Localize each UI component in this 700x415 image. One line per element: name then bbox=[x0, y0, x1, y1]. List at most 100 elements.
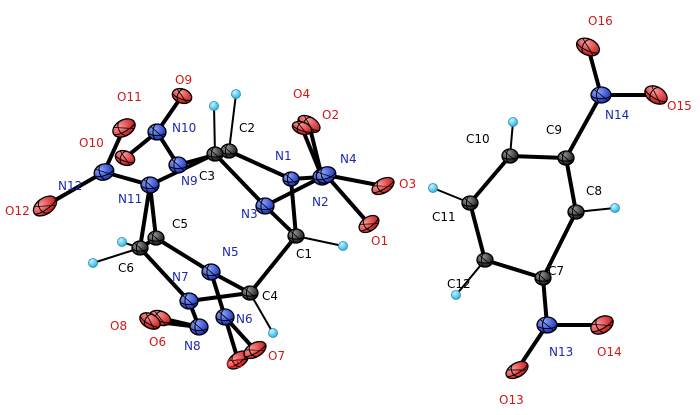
atom-label-c8: C8 bbox=[586, 184, 602, 198]
hydrogen-atom bbox=[610, 203, 620, 213]
bond-c1-c4 bbox=[248, 234, 298, 295]
bond-c8-c9 bbox=[564, 156, 578, 214]
atom-label-n6: N6 bbox=[236, 312, 253, 326]
atom-label-c5: C5 bbox=[172, 217, 188, 231]
atom-label-c11: C11 bbox=[432, 210, 456, 224]
atom-label-n3: N3 bbox=[241, 207, 258, 221]
atom-o7 bbox=[243, 340, 267, 360]
bond-c7-c8 bbox=[541, 210, 578, 280]
atom-label-o8: O8 bbox=[110, 319, 127, 333]
hydrogen-atom bbox=[231, 89, 241, 99]
atom-c12 bbox=[476, 252, 494, 268]
atom-c9 bbox=[557, 150, 575, 166]
atom-n7 bbox=[179, 292, 199, 310]
hydrogen-atom bbox=[508, 117, 518, 127]
hydrogen-atom bbox=[88, 258, 98, 268]
bond-n1-c1 bbox=[289, 177, 298, 238]
hydrogen-atom bbox=[117, 237, 127, 247]
atom-label-o12: O12 bbox=[5, 204, 30, 218]
atom-label-o3: O3 bbox=[399, 177, 416, 191]
atom-label-c1: C1 bbox=[296, 247, 312, 261]
atom-c7 bbox=[534, 270, 552, 286]
atom-label-o2: O2 bbox=[322, 108, 339, 122]
atom-label-o13: O13 bbox=[499, 393, 524, 407]
bond-n4-o1 bbox=[324, 173, 371, 226]
atom-n11 bbox=[140, 176, 160, 194]
atom-c5 bbox=[147, 230, 165, 246]
atom-label-n10: N10 bbox=[172, 121, 196, 135]
atom-c11 bbox=[461, 195, 479, 211]
atom-n6 bbox=[215, 308, 235, 326]
atom-n5 bbox=[201, 263, 221, 281]
atom-label-n9: N9 bbox=[181, 174, 198, 188]
label-layer: C1C2C3C4C5C6N1N2N3N4N5N6N7N8N9N10N11N12O… bbox=[5, 14, 692, 407]
atom-label-n13: N13 bbox=[549, 345, 573, 359]
bond-c2-n1 bbox=[227, 149, 293, 181]
atom-o15 bbox=[644, 85, 668, 105]
atom-o9 bbox=[171, 87, 193, 105]
bond-c3-n3 bbox=[213, 152, 267, 208]
atom-c10 bbox=[501, 148, 519, 164]
atom-n13 bbox=[536, 316, 558, 334]
bond-h-c2 bbox=[228, 93, 237, 152]
atom-label-c4: C4 bbox=[262, 289, 278, 303]
atom-label-o14: O14 bbox=[597, 345, 622, 359]
bond-n5-c5 bbox=[154, 236, 213, 274]
atom-label-n8: N8 bbox=[184, 339, 201, 353]
atom-label-n12: N12 bbox=[58, 179, 82, 193]
atom-label-n1: N1 bbox=[275, 149, 292, 163]
atom-label-o15: O15 bbox=[667, 99, 692, 113]
atom-n9 bbox=[168, 156, 188, 174]
atom-label-o6: O6 bbox=[149, 335, 166, 349]
atom-n4 bbox=[315, 166, 337, 184]
atom-label-n11: N11 bbox=[118, 192, 142, 206]
atom-o4 bbox=[291, 120, 313, 136]
atom-label-o1: O1 bbox=[371, 234, 388, 248]
atom-c8 bbox=[567, 204, 585, 220]
atom-label-o9: O9 bbox=[175, 73, 192, 87]
bond-h-c3 bbox=[213, 105, 216, 155]
atom-label-c6: C6 bbox=[118, 261, 134, 275]
atom-label-o11: O11 bbox=[117, 90, 142, 104]
bond-c10-c11 bbox=[468, 154, 512, 205]
atom-label-c10: C10 bbox=[466, 132, 490, 146]
atom-c4 bbox=[241, 285, 259, 301]
atom-label-o5: O5 bbox=[226, 357, 243, 371]
hydrogen-layer bbox=[88, 89, 620, 338]
atom-label-c12: C12 bbox=[447, 277, 471, 291]
hydrogen-atom bbox=[268, 328, 278, 338]
atom-n14 bbox=[590, 86, 612, 104]
atom-o14 bbox=[590, 315, 614, 335]
atom-label-c3: C3 bbox=[199, 169, 215, 183]
atom-label-o10: O10 bbox=[79, 136, 104, 150]
atom-n10 bbox=[147, 123, 167, 141]
bond-c11-c12 bbox=[468, 201, 487, 262]
atom-c1 bbox=[287, 228, 305, 244]
atom-label-n5: N5 bbox=[222, 245, 239, 259]
atom-label-c7: C7 bbox=[548, 264, 564, 278]
bond-c6-n11 bbox=[138, 183, 152, 250]
atom-label-o16: O16 bbox=[588, 14, 613, 28]
bond-c9-n14 bbox=[564, 93, 603, 160]
atom-label-c2: C2 bbox=[239, 121, 255, 135]
atom-label-n14: N14 bbox=[605, 108, 629, 122]
atom-layer bbox=[32, 37, 668, 380]
atom-n12 bbox=[93, 163, 115, 181]
atom-n1 bbox=[282, 171, 300, 187]
atom-c3 bbox=[206, 146, 224, 162]
atom-c6 bbox=[131, 240, 149, 256]
atom-o3 bbox=[371, 176, 395, 196]
hydrogen-atom bbox=[428, 183, 438, 193]
atom-o12 bbox=[32, 195, 58, 217]
bond-c5-n11 bbox=[148, 183, 158, 240]
atom-n8 bbox=[189, 318, 209, 336]
atom-o13 bbox=[505, 360, 529, 380]
atom-o11 bbox=[112, 118, 136, 138]
atom-n3 bbox=[255, 197, 275, 215]
atom-label-o4: O4 bbox=[293, 87, 310, 101]
atom-label-n4: N4 bbox=[340, 152, 357, 166]
atom-o8 bbox=[139, 312, 161, 330]
atom-label-o7: O7 bbox=[268, 349, 285, 363]
atom-label-n2: N2 bbox=[312, 195, 329, 209]
